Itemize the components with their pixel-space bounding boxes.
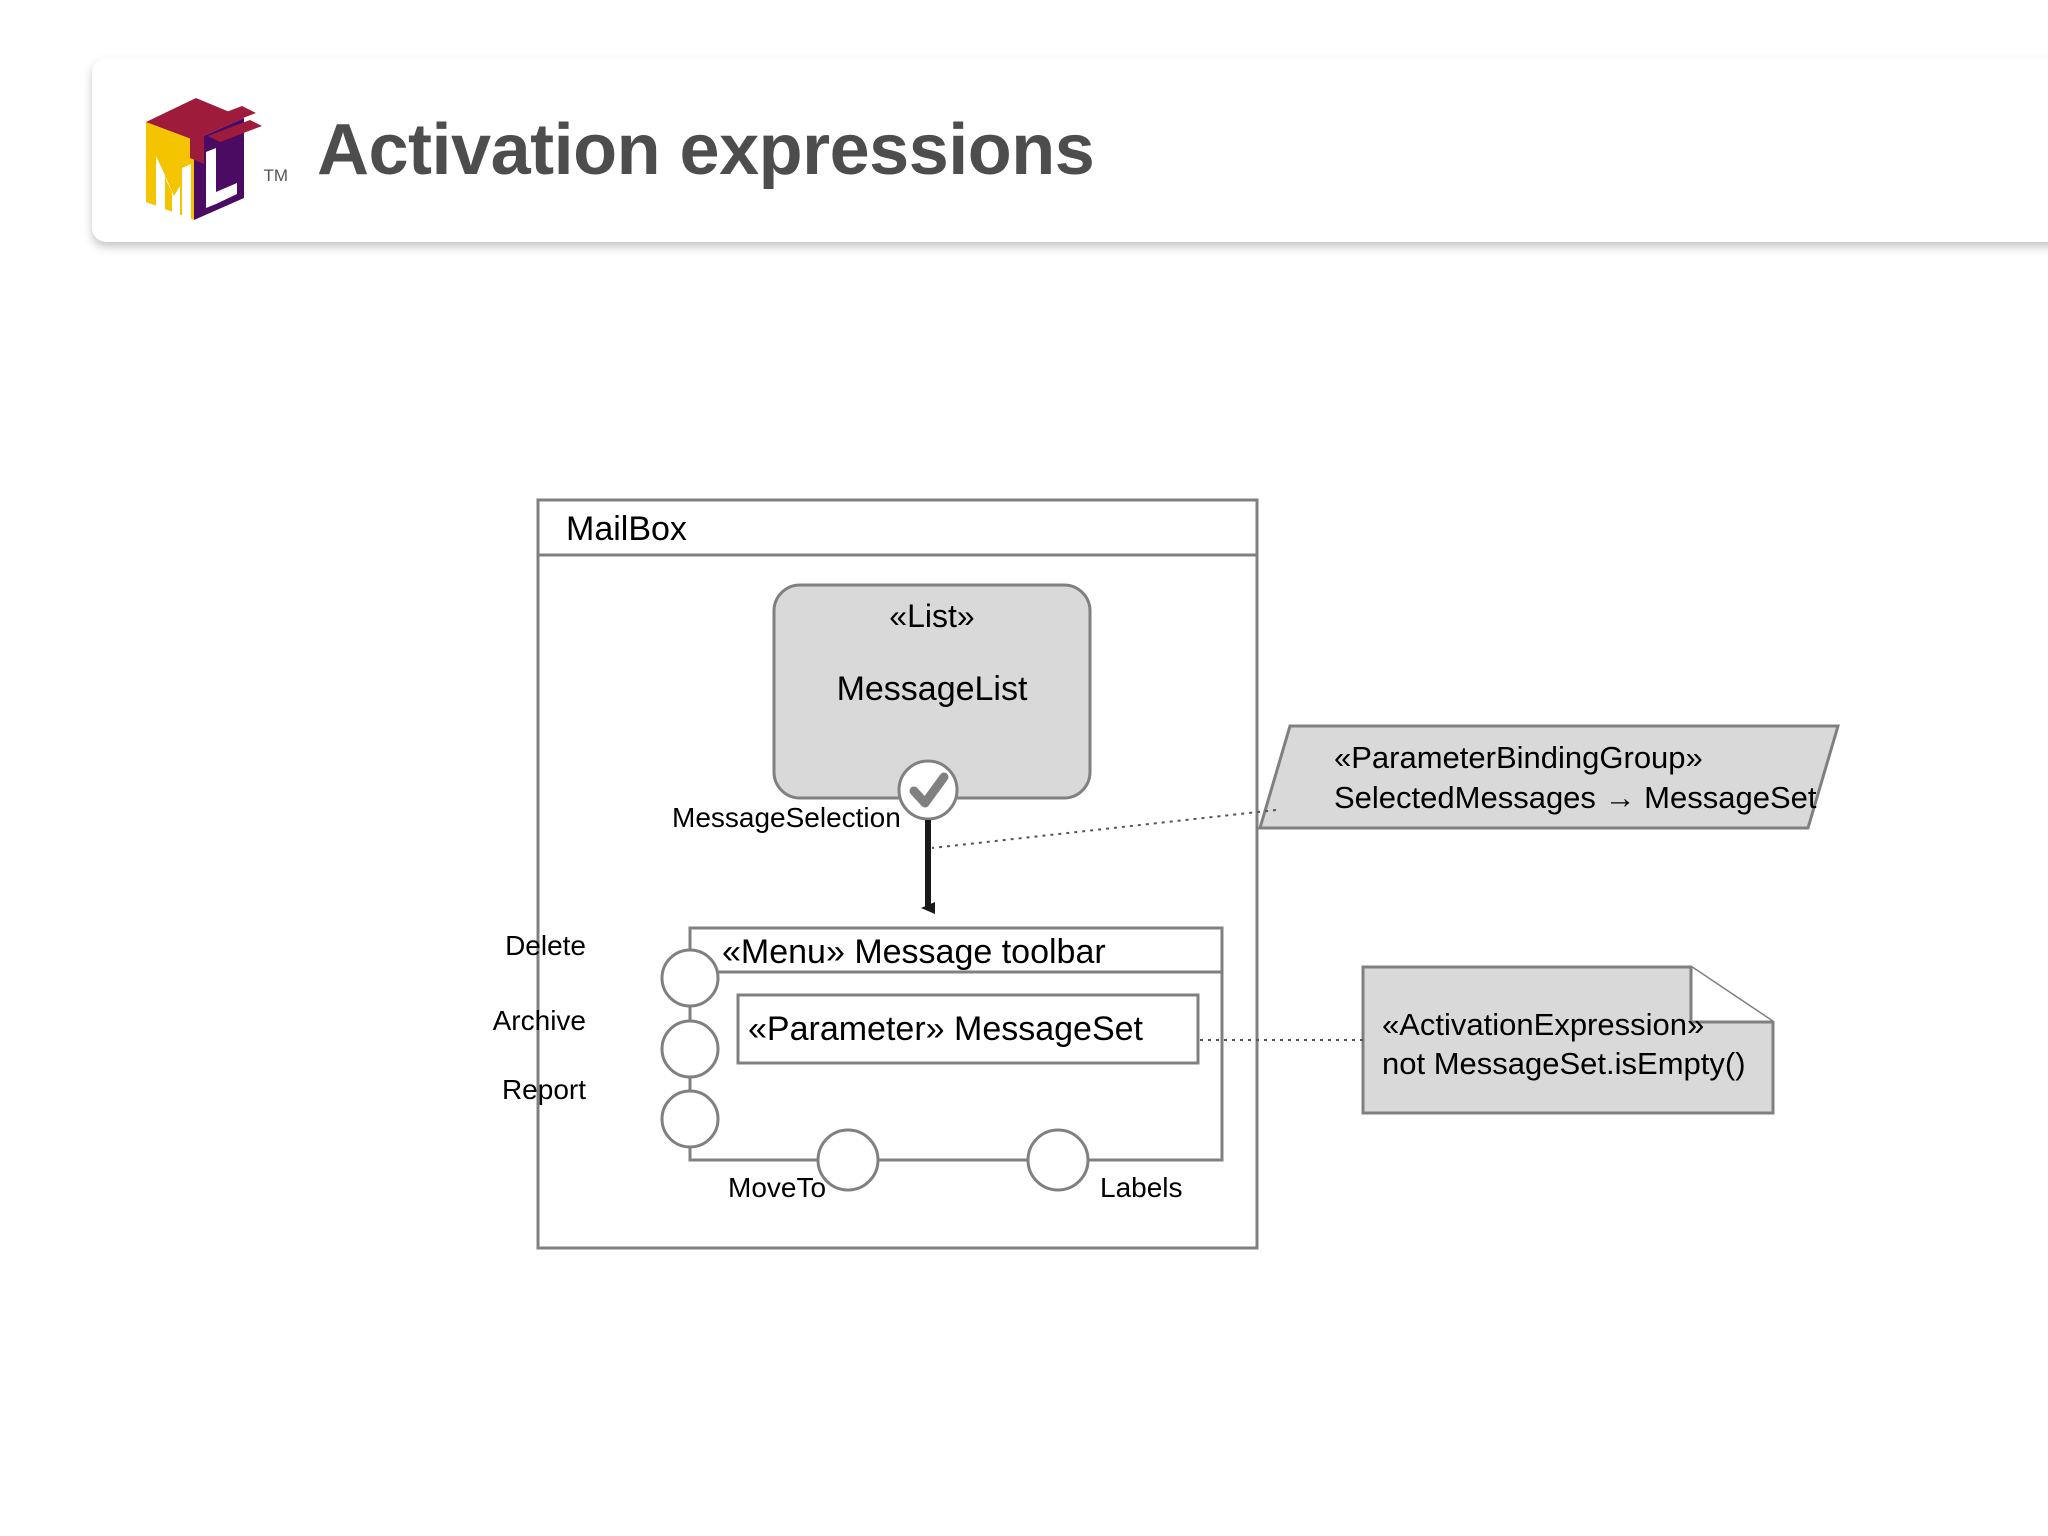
toolbar-event-moveto[interactable]: MoveTo — [728, 1128, 880, 1203]
report-event-label: Report — [502, 1074, 586, 1105]
mailbox-title: MailBox — [566, 510, 687, 548]
archive-event-circle[interactable] — [660, 1019, 720, 1079]
toolbar-event-labels[interactable]: Labels — [1026, 1128, 1183, 1203]
activation-expression-note[interactable]: «ActivationExpression» not MessageSet.is… — [1198, 965, 1775, 1115]
toolbar-event-archive[interactable]: Archive — [493, 1005, 720, 1079]
labels-event-circle[interactable] — [1026, 1128, 1090, 1192]
message-list-name: MessageList — [837, 670, 1028, 708]
check-circle-icon[interactable] — [897, 759, 959, 821]
check-mark-icon — [909, 772, 949, 808]
activation-expression-line1: «ActivationExpression» — [1382, 1007, 1704, 1042]
message-toolbar-header-label: «Menu» Message toolbar — [722, 933, 1106, 971]
parameter-binding-group-line2: SelectedMessages → MessageSet — [1334, 780, 1817, 815]
delete-event-label: Delete — [505, 930, 586, 961]
toolbar-event-report[interactable]: Report — [502, 1074, 720, 1149]
activation-expression-fold-corner — [1689, 967, 1773, 1024]
logo-l-glyph — [206, 148, 237, 208]
message-selection-label: MessageSelection — [672, 802, 901, 833]
activation-expression-shape[interactable] — [1361, 965, 1775, 1115]
slide-header-inner: TM Activation expressions — [92, 58, 2048, 242]
activation-expression-line2: not MessageSet.isEmpty() — [1382, 1046, 1746, 1081]
message-selection-event[interactable]: MessageSelection — [672, 759, 959, 833]
delete-event-circle[interactable] — [660, 948, 720, 1008]
toolbar-event-delete[interactable]: Delete — [505, 930, 720, 1008]
parameter-messageset-box[interactable] — [736, 993, 1200, 1065]
moveto-event-label: MoveTo — [728, 1172, 826, 1203]
parameter-messageset-label: «Parameter» MessageSet — [748, 1010, 1144, 1048]
slide-header-bar: TM Activation expressions — [92, 58, 2048, 242]
logo-f-glyph — [190, 106, 262, 164]
logo-top-face — [146, 98, 244, 140]
report-event-circle[interactable] — [660, 1089, 720, 1149]
moveto-event-circle[interactable] — [816, 1128, 880, 1192]
trademark-label: TM — [263, 166, 288, 185]
labels-event-label: Labels — [1100, 1172, 1183, 1203]
ifml-logo: TM — [132, 80, 288, 220]
archive-event-label: Archive — [493, 1005, 586, 1036]
message-list-stereotype: «List» — [889, 598, 974, 634]
message-list-component[interactable]: «List» MessageList — [772, 583, 1092, 800]
parameter-binding-group-connector — [931, 809, 1277, 849]
logo-m-glyph — [156, 156, 191, 220]
parameter-binding-group-note[interactable]: «ParameterBindingGroup» SelectedMessages… — [931, 724, 1841, 849]
parameter-binding-group-shape[interactable] — [1257, 724, 1841, 830]
parameter-binding-group-line1: «ParameterBindingGroup» — [1334, 740, 1703, 775]
message-toolbar-component[interactable]: «Menu» Message toolbar «Parameter» Messa… — [688, 926, 1224, 1162]
page-title: Activation expressions — [317, 110, 1095, 190]
